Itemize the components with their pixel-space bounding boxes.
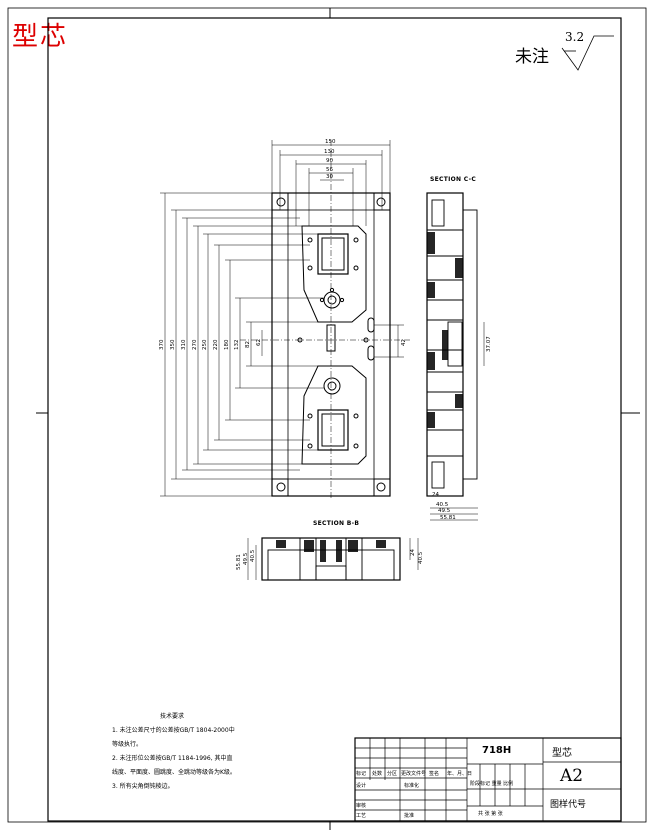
dim-left-250: 250 bbox=[202, 339, 208, 350]
inner-frame bbox=[47, 17, 622, 822]
sheet-size: A2 bbox=[560, 766, 584, 786]
section-bb-view bbox=[247, 537, 419, 581]
row-label-mark: 标记 bbox=[356, 771, 367, 777]
roughness-value: 3.2 bbox=[565, 30, 585, 44]
tech-notes-title: 技术要求 bbox=[159, 713, 184, 720]
side-label-process: 工艺 bbox=[356, 813, 367, 819]
dim-cc-37: 37.07 bbox=[486, 336, 492, 352]
dim-bb-24: 24 bbox=[410, 549, 416, 556]
sheet-labels: 共 张 第 张 bbox=[478, 811, 503, 817]
dim-bb-40-5-l: 40.5 bbox=[250, 549, 256, 562]
stage-labels: 阶段标记 重量 比例 bbox=[470, 781, 514, 787]
dim-top-150: 150 bbox=[325, 139, 336, 145]
tech-note-3: 3. 所有尖角倒钝棱边。 bbox=[112, 783, 174, 790]
dim-cc-24: 24 bbox=[432, 492, 439, 498]
side-label-design: 设计 bbox=[356, 783, 367, 789]
side-label-review: 审核 bbox=[356, 803, 367, 809]
dim-left-310: 310 bbox=[181, 339, 187, 350]
main-plan-view bbox=[240, 140, 410, 500]
tech-note-1b: 等级执行。 bbox=[112, 741, 143, 748]
part-name: 型芯 bbox=[552, 748, 572, 759]
dim-left-350: 350 bbox=[170, 339, 176, 350]
section-bb-label: SECTION B-B bbox=[313, 520, 360, 527]
dim-bb-49-5: 49.5 bbox=[243, 552, 249, 565]
tech-note-2: 2. 未注形位公差按GB/T 1184-1996, 其中直 bbox=[112, 755, 233, 762]
dim-top-30: 30 bbox=[326, 174, 333, 180]
approve-label: 批准 bbox=[404, 813, 415, 819]
dim-top-130: 130 bbox=[324, 149, 335, 155]
title-block bbox=[354, 737, 622, 822]
outer-border bbox=[7, 7, 647, 823]
row-label-zone: 分区 bbox=[387, 771, 398, 777]
dim-cc-55-81: 55.81 bbox=[440, 515, 456, 521]
section-cc-view bbox=[426, 192, 485, 521]
dim-left-82: 82 bbox=[245, 341, 251, 348]
tech-notes: 技术要求 1. 未注公差尺寸的公差按GB/T 1804-2000中 等级执行。 … bbox=[112, 710, 262, 794]
dim-cc-40-5: 40.5 bbox=[436, 502, 449, 508]
roughness-note-label: 未注 bbox=[515, 47, 549, 67]
section-cc-label: SECTION C-C bbox=[430, 176, 477, 183]
dim-top-56: 56 bbox=[326, 167, 333, 173]
dim-left-370: 370 bbox=[159, 339, 165, 350]
dim-left-62: 62 bbox=[256, 339, 262, 346]
dim-left-132: 132 bbox=[234, 340, 240, 351]
row-label-change: 更改文件号 bbox=[401, 771, 427, 777]
row-label-count: 处数 bbox=[372, 771, 383, 777]
part-name-red-stamp: 型芯 bbox=[12, 22, 69, 52]
dim-center-42: 42 bbox=[401, 339, 407, 346]
std-label: 标准化 bbox=[404, 783, 420, 789]
dim-left-220: 220 bbox=[213, 339, 219, 350]
dim-cc-49-5: 49.5 bbox=[438, 508, 451, 514]
drawing-no-label: 图样代号 bbox=[550, 800, 587, 810]
dim-top-90: 90 bbox=[326, 158, 333, 164]
tech-note-2b: 线度、平面度、圆跳度、全跳动等级各为K级。 bbox=[112, 769, 236, 776]
tech-note-1: 1. 未注公差尺寸的公差按GB/T 1804-2000中 bbox=[112, 727, 235, 734]
dim-bb-55-81: 55.81 bbox=[236, 554, 242, 570]
dim-bb-40-5-r: 40.5 bbox=[418, 551, 424, 564]
row-label-sign: 签名 bbox=[429, 771, 440, 777]
dim-left-270: 270 bbox=[192, 339, 198, 350]
row-label-date: 年、月、日 bbox=[447, 771, 473, 777]
dim-left-180: 180 bbox=[224, 339, 230, 350]
material: 718H bbox=[482, 745, 512, 756]
